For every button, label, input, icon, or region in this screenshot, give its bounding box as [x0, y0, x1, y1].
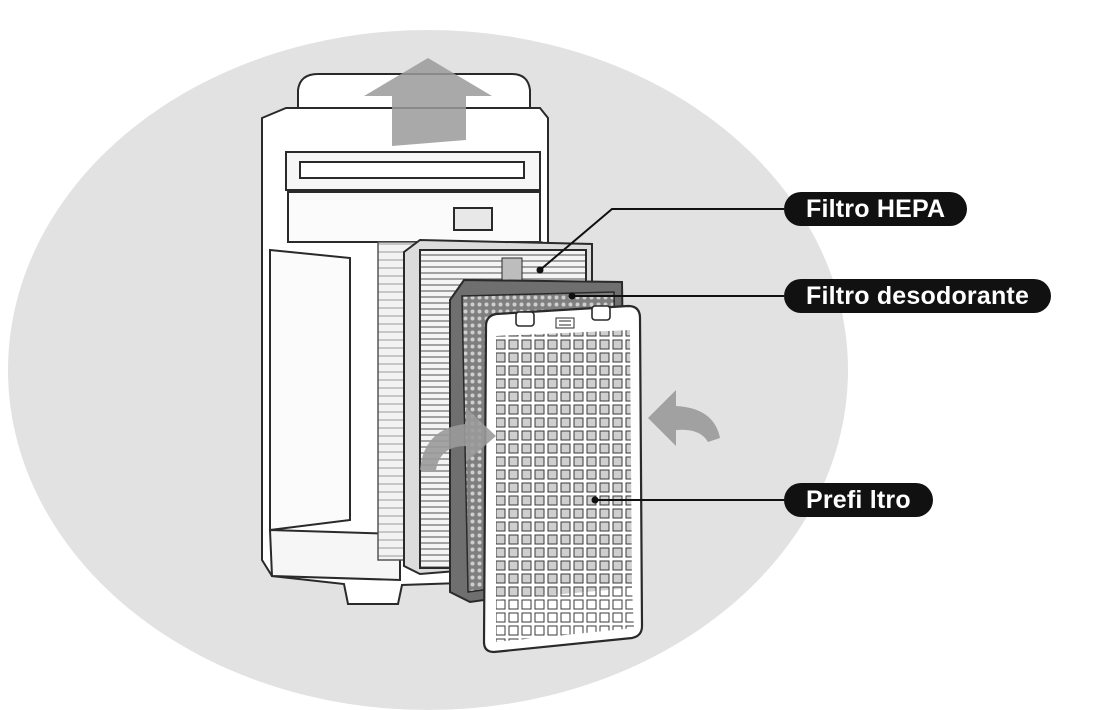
airflow-left-arrow [648, 390, 720, 446]
airflow-up-arrow [364, 58, 492, 146]
leader-line-hepa [539, 208, 784, 271]
leader-lines [539, 208, 784, 501]
leader-dot-hepa [536, 266, 544, 274]
leader-dot-deodorizing [568, 292, 576, 300]
prefilter-label: Prefi ltro [784, 483, 933, 517]
prefilter [482, 304, 644, 654]
airflow-right-arrow [420, 408, 496, 470]
deodorizing-filter-label: Filtro desodorante [784, 279, 1052, 313]
leader-dot-prefilter [591, 496, 599, 504]
hepa-filter-label: Filtro HEPA [784, 192, 968, 226]
